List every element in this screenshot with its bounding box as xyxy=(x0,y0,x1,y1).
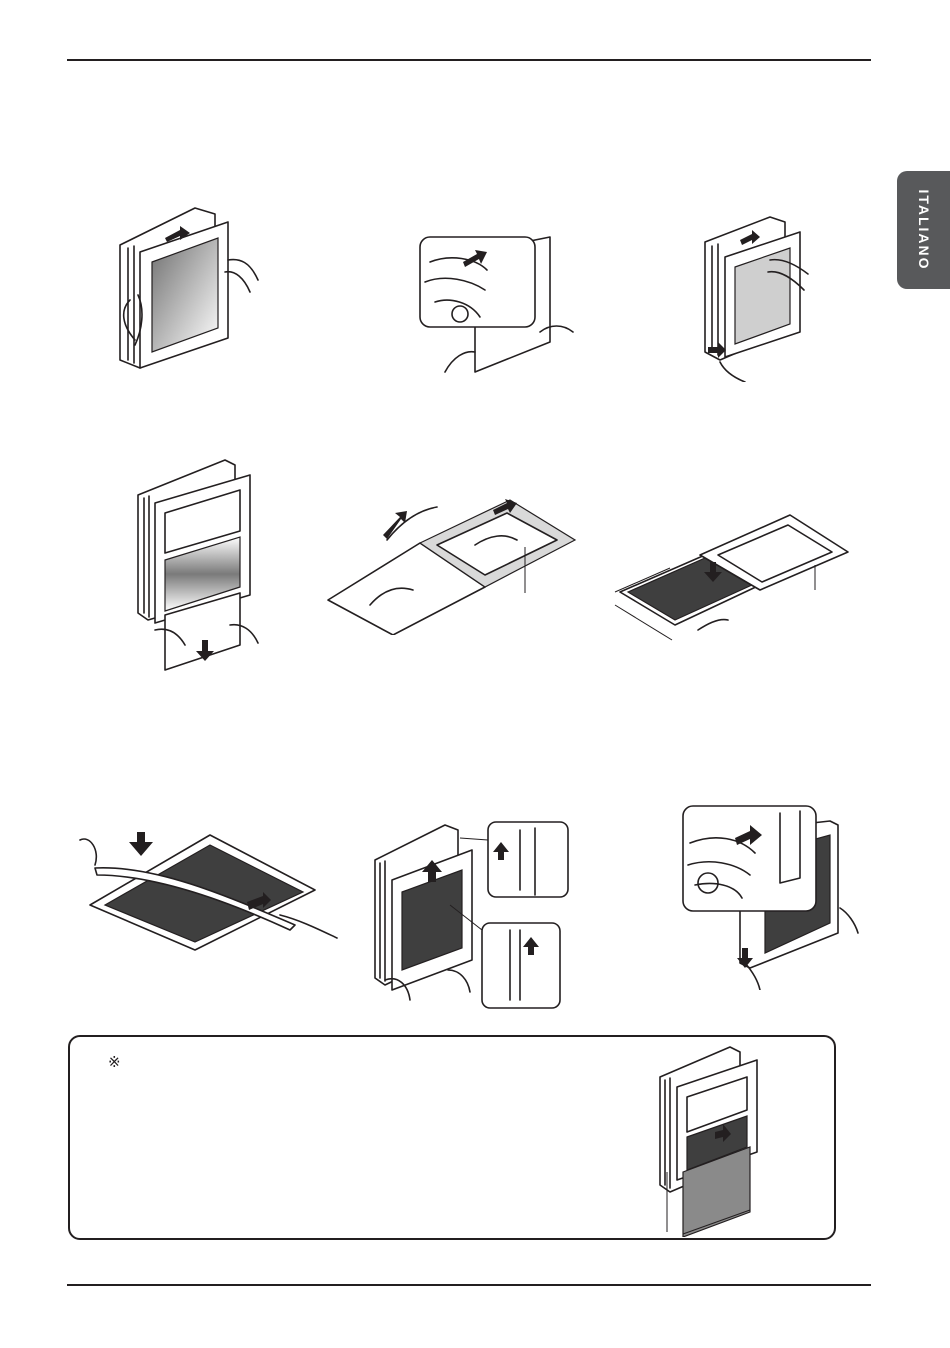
note-symbol: ※ xyxy=(108,1053,121,1071)
panel-reattach-step-8-illustration xyxy=(370,820,570,1010)
note-dimension-illustration xyxy=(655,1042,770,1237)
language-tab: ITALIANO xyxy=(897,171,950,289)
note-box: ※ xyxy=(68,1035,836,1240)
footer-rule xyxy=(67,1284,871,1286)
latch-lock-step-9-illustration xyxy=(680,803,860,990)
panel-removal-step-1-illustration xyxy=(110,200,260,375)
header-rule xyxy=(67,59,871,61)
language-tab-label: ITALIANO xyxy=(916,189,932,270)
latch-release-step-2-illustration xyxy=(415,232,575,377)
panel-lift-step-3-illustration xyxy=(700,212,810,382)
filter-measure-step-6-illustration xyxy=(610,510,850,650)
film-apply-step-7-illustration xyxy=(75,820,340,955)
film-peel-step-5-illustration xyxy=(325,495,580,635)
filter-pull-down-step-4-illustration xyxy=(130,455,265,675)
